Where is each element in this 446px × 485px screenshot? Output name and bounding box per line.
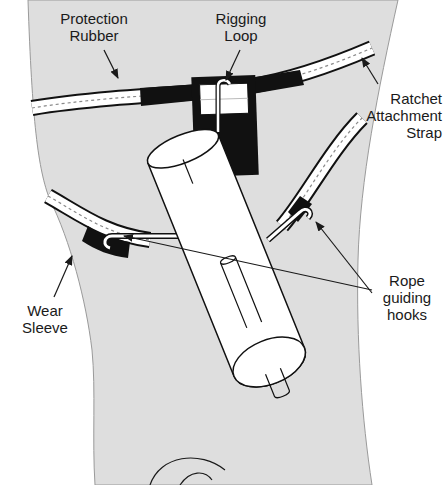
tree-trunk (28, 0, 398, 485)
pulley-cylinder (143, 122, 319, 411)
part-label: Wear Sleeve (14, 302, 76, 336)
rigging-loop (218, 80, 230, 132)
strap-band (282, 118, 362, 226)
strap-band (282, 118, 362, 226)
part-label: Rope guiding hooks (374, 272, 440, 323)
leader-line (54, 50, 378, 297)
part-label: Rigging Loop (208, 10, 274, 44)
wear-sleeve (250, 70, 304, 94)
strap-band (282, 118, 362, 226)
part-label: Protection Rubber (50, 10, 138, 44)
root-fork (150, 458, 225, 485)
part-label: Ratchet Attachment Strap (362, 90, 442, 141)
